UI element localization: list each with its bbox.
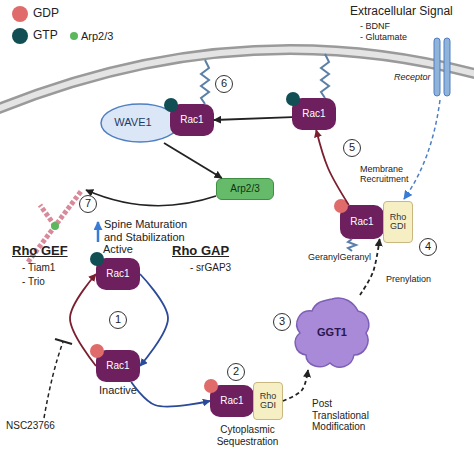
- callout-number: 7: [79, 195, 97, 213]
- signal-item: - Glutamate: [360, 32, 407, 42]
- gtpase-box: Rac1: [340, 205, 384, 239]
- lipid-tail: [321, 54, 329, 98]
- edge-label: Post Translational Modification: [312, 398, 378, 433]
- node-text: Rac1: [220, 396, 243, 407]
- enzyme-blob: GGT1: [292, 295, 372, 370]
- lipid-label: GeranylGeranyl: [308, 252, 371, 262]
- protein-shape: [295, 298, 369, 367]
- signal-item: - BDNF: [360, 21, 390, 31]
- state-label: Active: [86, 243, 150, 255]
- gtpase-box: Rac1: [210, 385, 254, 417]
- connector-arrow: [316, 130, 349, 205]
- receptor-symbol: [444, 38, 450, 96]
- legend-swatch: [70, 32, 78, 40]
- cell-membrane: [0, 49, 474, 110]
- node-text: Arp2/3: [230, 184, 259, 195]
- node-text: GGT1: [317, 327, 347, 339]
- node-text: Rac1: [350, 217, 373, 228]
- callout-number: 5: [343, 139, 361, 157]
- callout-number: 6: [215, 75, 233, 93]
- legend-text: Arp2/3: [81, 30, 113, 43]
- connector-arrow: [214, 117, 292, 120]
- callout-number: 1: [109, 311, 127, 329]
- step-note: Cytoplasmic Sequestration: [200, 424, 295, 447]
- node-text: Rho GDI: [255, 392, 281, 411]
- signal-arrow: [404, 100, 440, 199]
- state-label: Inactive: [86, 384, 150, 396]
- edge-label: Prenylation: [386, 274, 431, 284]
- node-text: WAVE1: [114, 117, 165, 129]
- ellipse-shape: [101, 104, 179, 142]
- lipid-tail: [348, 239, 356, 251]
- legend-swatch: [12, 28, 28, 44]
- inhibitor-box: Rho GDI: [383, 201, 413, 243]
- legend-text: GDP: [33, 7, 59, 21]
- regulator-item: - srGAP3: [190, 262, 231, 274]
- protein-ellipse: WAVE1: [100, 103, 180, 143]
- node-text: Rac1: [302, 109, 325, 120]
- regulator-item: - Tiam1: [22, 262, 55, 274]
- inhibitor-label: NSC23766: [6, 420, 55, 432]
- inhibitor-bar: [55, 339, 72, 344]
- connector-arrow: [283, 370, 308, 401]
- nucleation-arrow: [86, 190, 216, 206]
- callout-number: 3: [273, 313, 291, 331]
- callout-number: 2: [227, 363, 245, 381]
- cell-membrane-inner: [0, 49, 474, 110]
- regulator-item: - Trio: [22, 276, 45, 288]
- receptor-label: Receptor: [394, 72, 431, 82]
- outcome-text: Spine Maturation and Stabilization: [104, 218, 204, 243]
- inhibitor-box: Rho GDI: [253, 382, 283, 420]
- complex-box: Arp2/3: [216, 178, 274, 200]
- increase-arrow: [97, 222, 100, 242]
- edge-label: Membrane Recruitment: [360, 164, 422, 185]
- gtpase-box: Rac1: [292, 98, 336, 130]
- node-text: Rac1: [106, 361, 129, 372]
- gtpase-box: Rac1Inactive: [96, 350, 140, 382]
- receptor-symbol: [434, 38, 440, 96]
- connector-arrow: [70, 274, 96, 366]
- connector-arrow: [131, 382, 210, 407]
- lipid-tail: [201, 60, 209, 104]
- connector-arrow: [164, 143, 222, 178]
- regulator-heading: Rho GEF: [12, 244, 68, 259]
- connector-arrow: [140, 274, 168, 366]
- node-text: Rac1: [106, 269, 129, 280]
- node-text: Rac1: [180, 115, 203, 126]
- gtpase-box: ActiveRac1: [96, 258, 140, 290]
- node-text: Rho GDI: [385, 213, 411, 232]
- arp-dot: [51, 222, 59, 230]
- gtpase-box: Rac1: [170, 104, 214, 136]
- connector-arrow: [360, 239, 380, 295]
- legend-swatch: [12, 6, 28, 22]
- regulator-heading: Rho GAP: [172, 244, 229, 259]
- signal-heading: Extracellular Signal: [350, 5, 453, 19]
- callout-number: 4: [419, 238, 437, 256]
- inhibitor-line: [44, 342, 63, 418]
- legend-text: GTP: [33, 29, 58, 43]
